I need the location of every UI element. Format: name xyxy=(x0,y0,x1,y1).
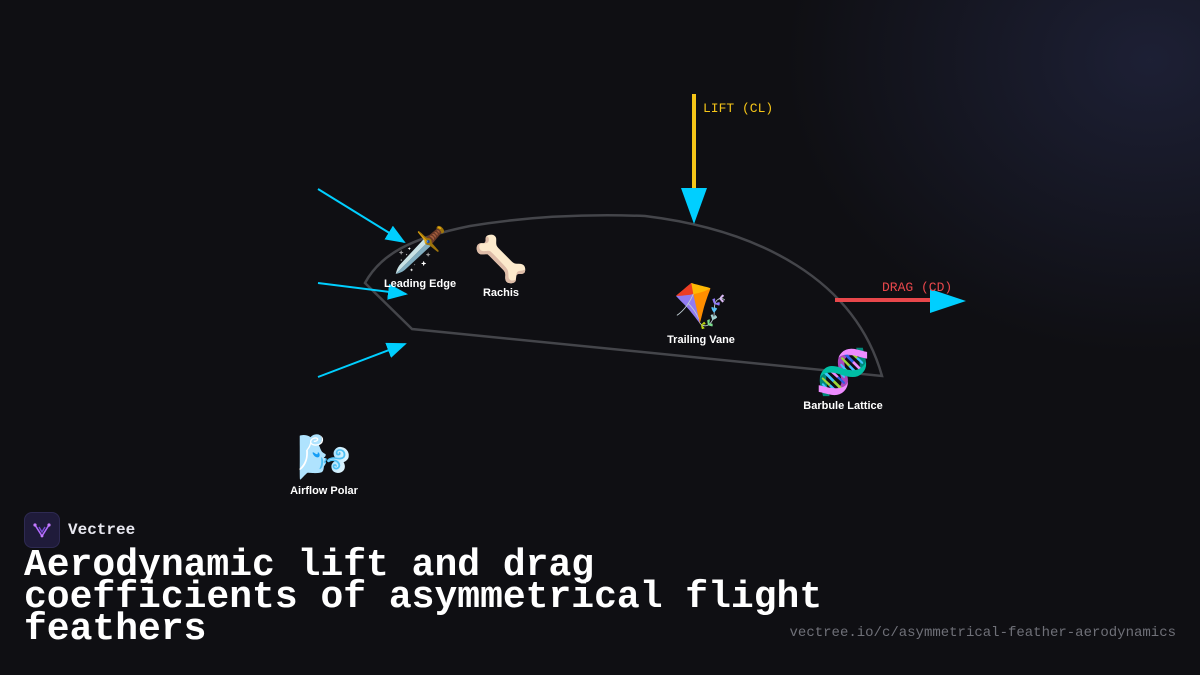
brand-name: Vectree xyxy=(68,521,136,539)
lift-label: LIFT (CL) xyxy=(703,101,774,116)
feather-outline xyxy=(363,214,884,378)
node-label: Airflow Polar xyxy=(290,485,358,497)
node-trailing-vane: 🪁 Trailing Vane xyxy=(667,282,735,346)
bone-icon: 🦴 xyxy=(473,235,529,284)
airflow-arrow-middle xyxy=(317,282,408,300)
drag-label: DRAG (CD) xyxy=(882,280,953,295)
wind-icon: 🌬️ xyxy=(296,433,352,482)
node-barbule-lattice: 🧬 Barbule Lattice xyxy=(803,348,882,412)
drag-arrow-head xyxy=(930,289,966,313)
brand: Vectree xyxy=(24,512,135,548)
node-label: Trailing Vane xyxy=(667,334,735,346)
airflow-arrow-lower xyxy=(317,342,407,378)
airflow-arrow-upper xyxy=(317,188,406,244)
kite-icon: 🪁 xyxy=(673,282,729,331)
node-label: Leading Edge xyxy=(383,278,457,290)
page-title: Aerodynamic lift and drag coefficients o… xyxy=(24,544,823,651)
vectree-logo-icon xyxy=(24,512,60,548)
lift-arrow-head xyxy=(681,188,707,224)
node-rachis: 🦴 Rachis xyxy=(474,235,529,299)
node-label: Barbule Lattice xyxy=(803,400,883,412)
node-airflow-polar: 🌬️ Airflow Polar xyxy=(290,433,358,497)
page-url: vectree.io/c/asymmetrical-feather-aerody… xyxy=(789,625,1176,641)
dna-icon: 🧬 xyxy=(815,348,871,397)
node-label: Rachis xyxy=(482,287,520,299)
node-leading-edge: 🗡️ Leading Edge xyxy=(384,226,456,290)
sword-icon: 🗡️ xyxy=(392,226,448,275)
